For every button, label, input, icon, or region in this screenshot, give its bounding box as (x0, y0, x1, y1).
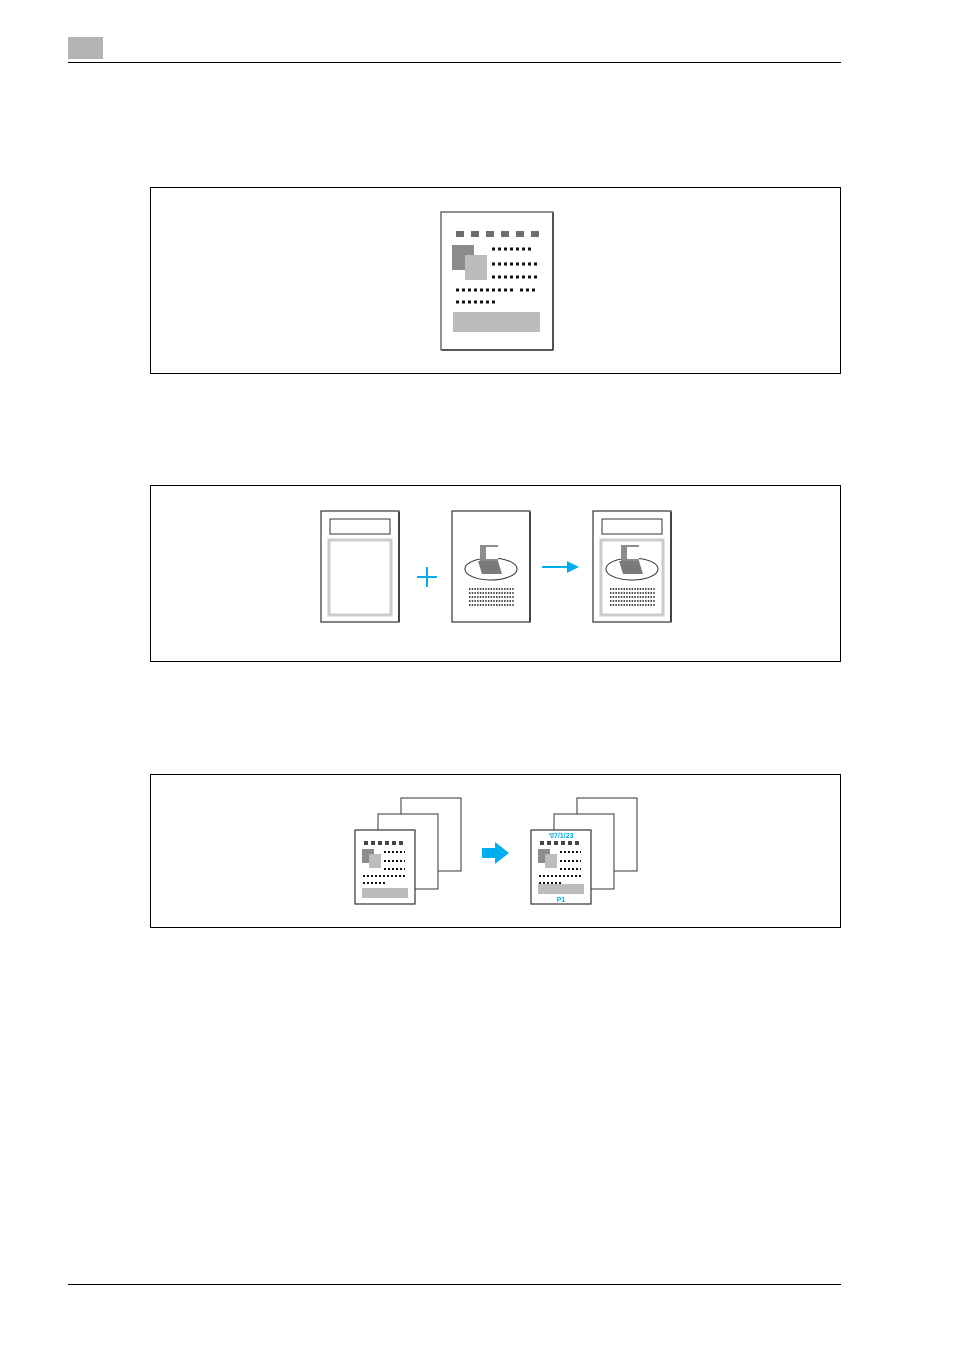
image-block-light (465, 255, 487, 280)
header-rule (68, 62, 841, 63)
plus-icon (417, 567, 437, 587)
figure-box-overlay (150, 485, 841, 662)
figure-box-document (150, 187, 841, 374)
document-illustration (151, 188, 842, 375)
arrow-right-icon (542, 561, 579, 573)
original-page-stack (355, 798, 461, 904)
page-number-stamp-text: P1 (557, 897, 566, 904)
chapter-number-tab (68, 37, 103, 59)
stamped-page-stack: '07/1/23 P1 (531, 798, 637, 904)
content-page (452, 511, 530, 622)
footer-rule (68, 1284, 841, 1285)
footer-bar (453, 312, 540, 332)
date-stamp-text: '07/1/23 (548, 833, 573, 840)
arrow-right-icon (482, 842, 509, 864)
figure-box-stamp: '07/1/23 P1 (150, 774, 841, 928)
stamp-illustration: '07/1/23 P1 (151, 775, 842, 929)
overlay-illustration (151, 486, 842, 663)
combined-result-page (593, 511, 671, 622)
form-template-page (321, 511, 399, 622)
